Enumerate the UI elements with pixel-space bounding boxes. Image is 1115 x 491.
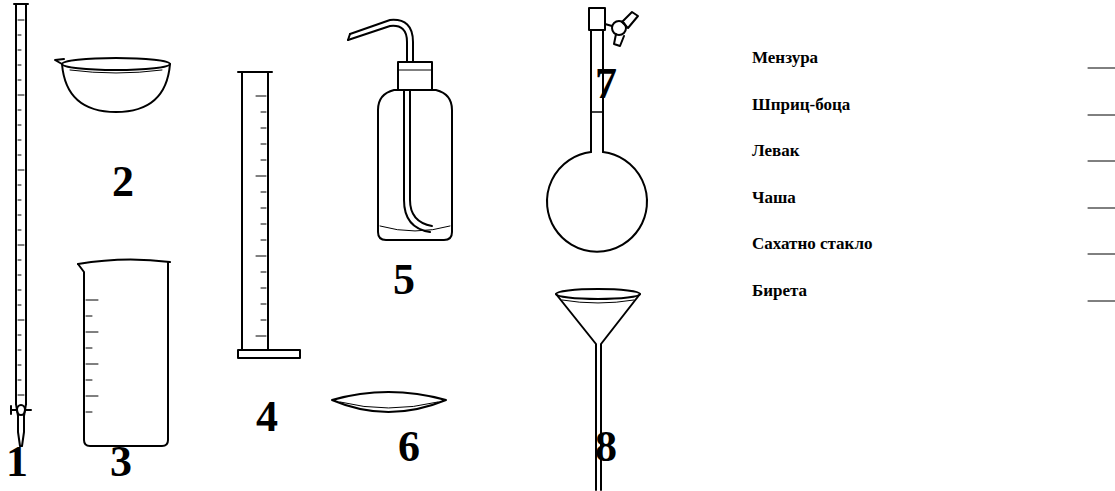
graduation-tick [18, 350, 21, 351]
graduation-tick [261, 144, 266, 145]
callout-number: 4 [256, 395, 278, 439]
callout-number: 6 [398, 425, 420, 469]
graduation-tick [18, 305, 21, 306]
graduation-tick [18, 65, 21, 66]
item-name: Чаша [752, 188, 796, 208]
graduation-tick [261, 112, 266, 113]
graduation-tick [261, 160, 266, 161]
graduation-tick [261, 240, 266, 241]
graduation-tick [18, 20, 24, 21]
callout-number: 2 [112, 160, 134, 204]
watch-glass-drawing [332, 392, 446, 412]
item-name: Бирета [752, 281, 807, 301]
graduation-tick [261, 208, 266, 209]
graduation-tick [18, 395, 24, 396]
item-name: Шприц-боца [752, 95, 850, 115]
graduation-tick [86, 364, 98, 365]
graduation-tick [18, 125, 21, 126]
graduation-tick [86, 332, 98, 333]
graduation-tick [86, 396, 98, 397]
graduation-tick [18, 335, 21, 336]
beaker-drawing [78, 259, 170, 446]
graduation-tick [18, 320, 24, 321]
item-name: Мензура [752, 48, 818, 68]
volumetric-flask-drawing [547, 8, 647, 252]
graduation-tick [18, 185, 21, 186]
graduation-tick [256, 176, 266, 177]
callout-number: 1 [6, 440, 28, 484]
graduation-tick [86, 348, 92, 349]
graduation-tick [256, 256, 266, 257]
graduation-tick [18, 365, 21, 366]
graduation-tick [18, 245, 24, 246]
graduation-tick [18, 140, 21, 141]
graduation-tick [18, 95, 24, 96]
graduation-tick [18, 290, 21, 291]
graduation-tick [18, 230, 21, 231]
graduation-tick [86, 300, 98, 301]
graduation-tick [256, 336, 266, 337]
item-name: Левак [752, 141, 800, 161]
graduation-tick [18, 50, 21, 51]
graduation-tick [18, 200, 21, 201]
graduated-cylinder-drawing [238, 72, 300, 358]
graduation-tick [18, 170, 24, 171]
callout-number: 5 [393, 258, 415, 302]
callout-number: 7 [595, 62, 617, 106]
graduation-tick [86, 412, 92, 413]
graduation-tick [18, 110, 21, 111]
evaporating-dish-drawing [55, 58, 170, 112]
funnel-drawing [556, 289, 640, 490]
graduation-tick [18, 215, 21, 216]
callout-number: 8 [595, 425, 617, 469]
graduation-tick [86, 380, 92, 381]
graduation-tick [261, 272, 266, 273]
burette-drawing [11, 4, 31, 446]
graduation-tick [261, 288, 266, 289]
graduation-tick [256, 96, 266, 97]
graduation-tick [18, 275, 21, 276]
graduation-tick [261, 128, 266, 129]
wash-bottle-drawing [348, 20, 452, 240]
answer-blank [1088, 68, 1115, 301]
graduation-tick [86, 316, 92, 317]
graduation-tick [261, 192, 266, 193]
graduation-tick [18, 80, 21, 81]
item-name: Сахатно стакло [752, 234, 872, 254]
graduation-tick [18, 380, 21, 381]
graduation-tick [18, 35, 21, 36]
graduation-tick [18, 155, 21, 156]
graduation-tick [261, 224, 266, 225]
graduation-tick [18, 260, 21, 261]
graduation-tick [261, 304, 266, 305]
callout-number: 3 [110, 440, 132, 484]
graduation-tick [261, 320, 266, 321]
